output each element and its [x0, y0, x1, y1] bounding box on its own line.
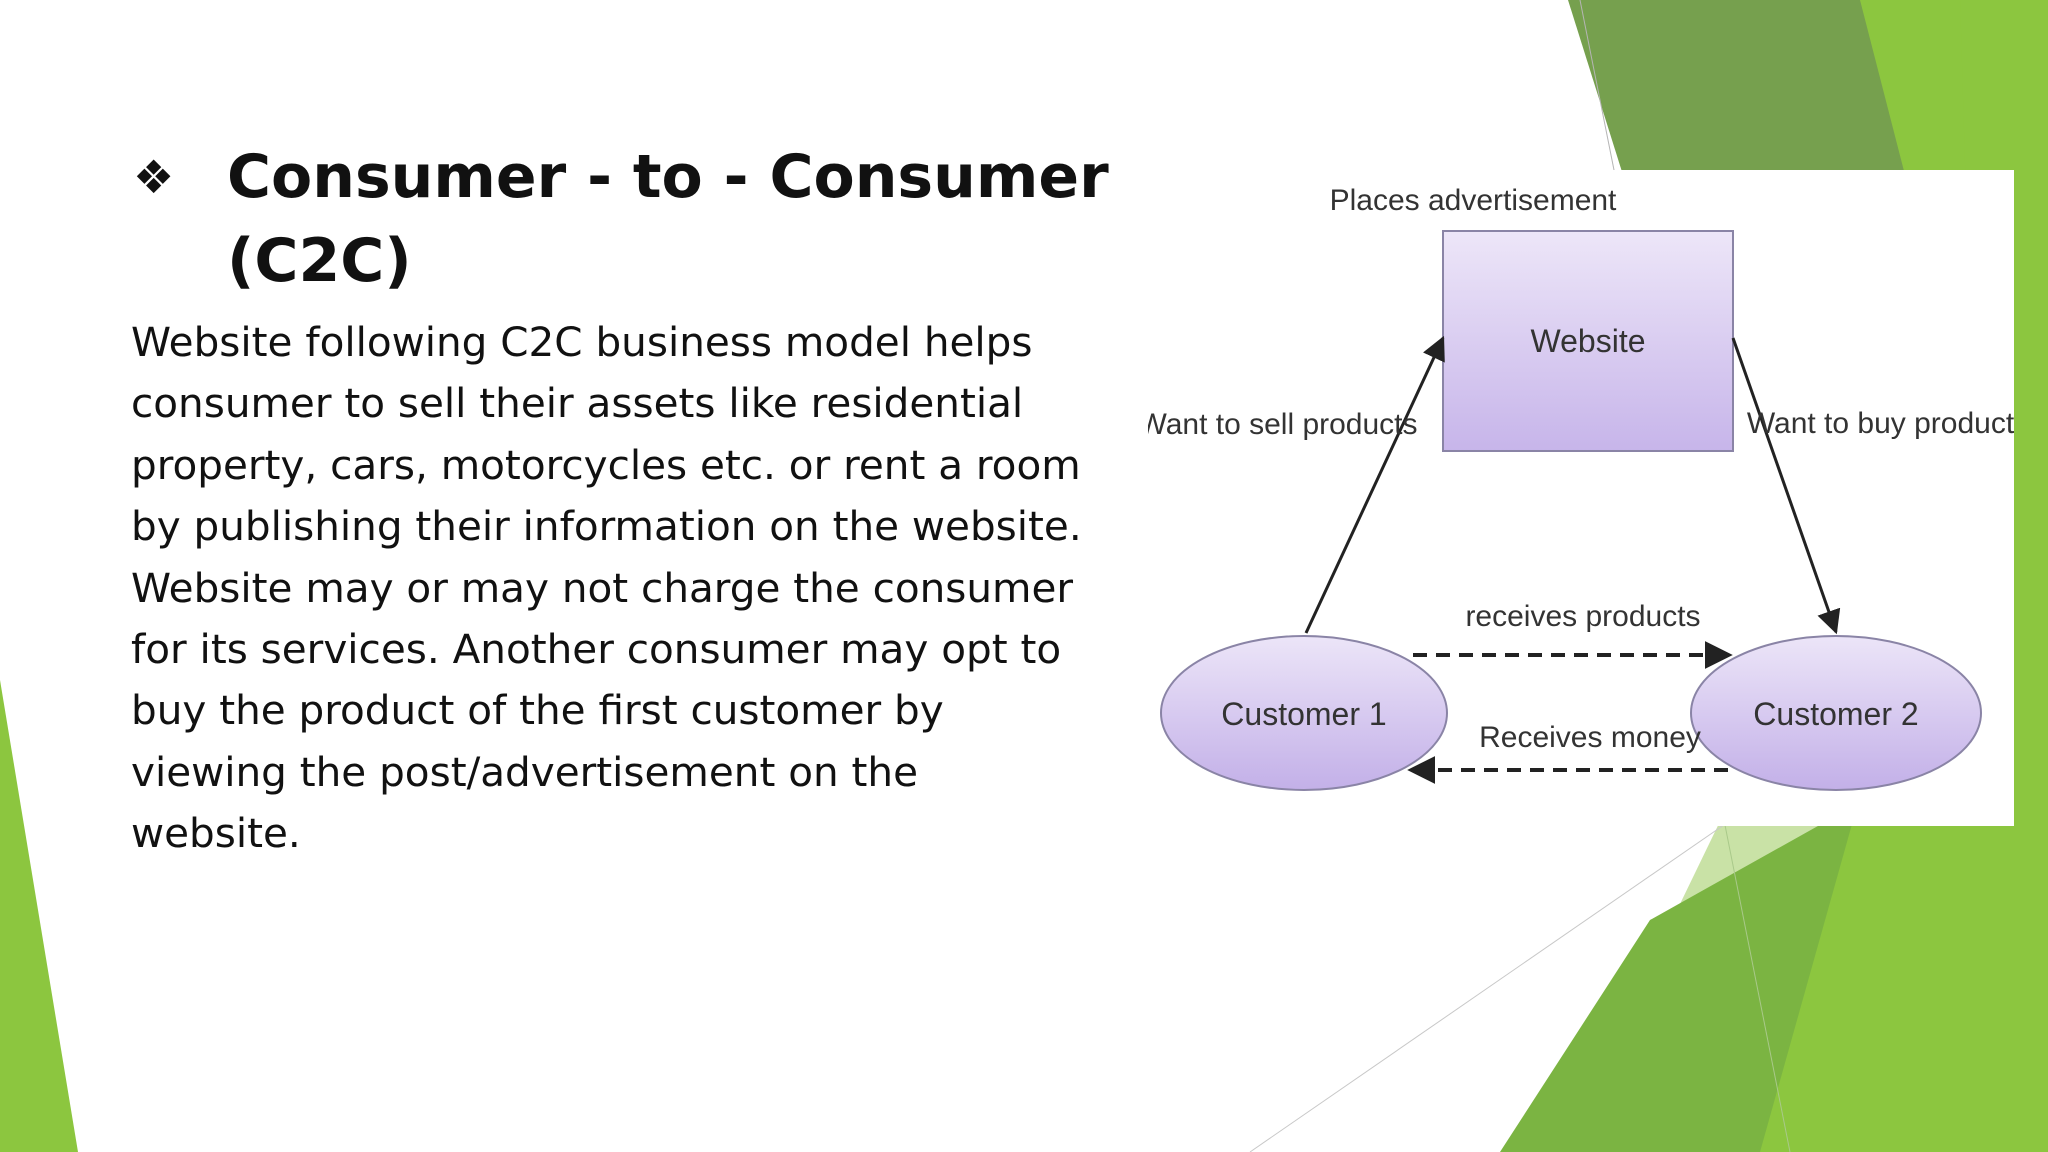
website-label: Website	[1530, 323, 1645, 359]
customer-1-node	[1160, 635, 1448, 791]
buy-arrow	[1731, 337, 1841, 635]
left-green-sliver	[0, 680, 78, 1152]
title-line-1: Consumer - to - Consumer	[227, 142, 1109, 212]
c2c-diagram: Places advertisement Website Want to sel…	[1148, 170, 2014, 826]
customer-2-node	[1690, 635, 1982, 791]
sell-arrow	[1304, 335, 1445, 634]
slide-title-block: ❖ Consumer - to - Consumer (C2C)	[133, 135, 1133, 303]
decor-line-2	[1249, 799, 1761, 1152]
body-line-3: property, cars, motorcycles etc. or rent…	[131, 440, 1081, 489]
customer-2-label: Customer 2	[1753, 696, 1918, 732]
body-line-1: Website following C2C business model hel…	[131, 318, 1033, 366]
want-to-sell-label: Want to sell products	[1148, 408, 1418, 441]
want-to-buy-label: Want to buy products	[1747, 407, 2014, 440]
body-line-2: consumer to sell their assets like resid…	[131, 379, 1024, 428]
places-advertisement-label: Places advertisement	[1330, 184, 1617, 217]
body-line-6: for its services. Another consumer may o…	[131, 625, 1062, 674]
body-line-8: viewing the post/advertisement on the	[131, 747, 919, 796]
body-line-4: by publishing their information on the w…	[131, 502, 1082, 551]
diamond-cluster-icon: ❖	[133, 151, 175, 203]
title-line-2: (C2C)	[227, 226, 412, 296]
customer-1-label: Customer 1	[1221, 696, 1386, 732]
bottom-right-green	[1760, 760, 2048, 1152]
receives-products-label: receives products	[1465, 600, 1700, 633]
website-box	[1442, 230, 1734, 452]
decor-line-3	[1719, 799, 1791, 1152]
body-line-5: Website may or may not charge the consum…	[131, 563, 1074, 612]
receives-money-label: Receives money	[1479, 721, 1701, 754]
body-paragraph: Website following C2C business model hel…	[131, 312, 1141, 865]
body-line-7: buy the product of the first customer by	[131, 686, 944, 735]
body-line-9: website.	[131, 809, 301, 858]
slide-title: Consumer - to - Consumer (C2C)	[227, 135, 1133, 303]
